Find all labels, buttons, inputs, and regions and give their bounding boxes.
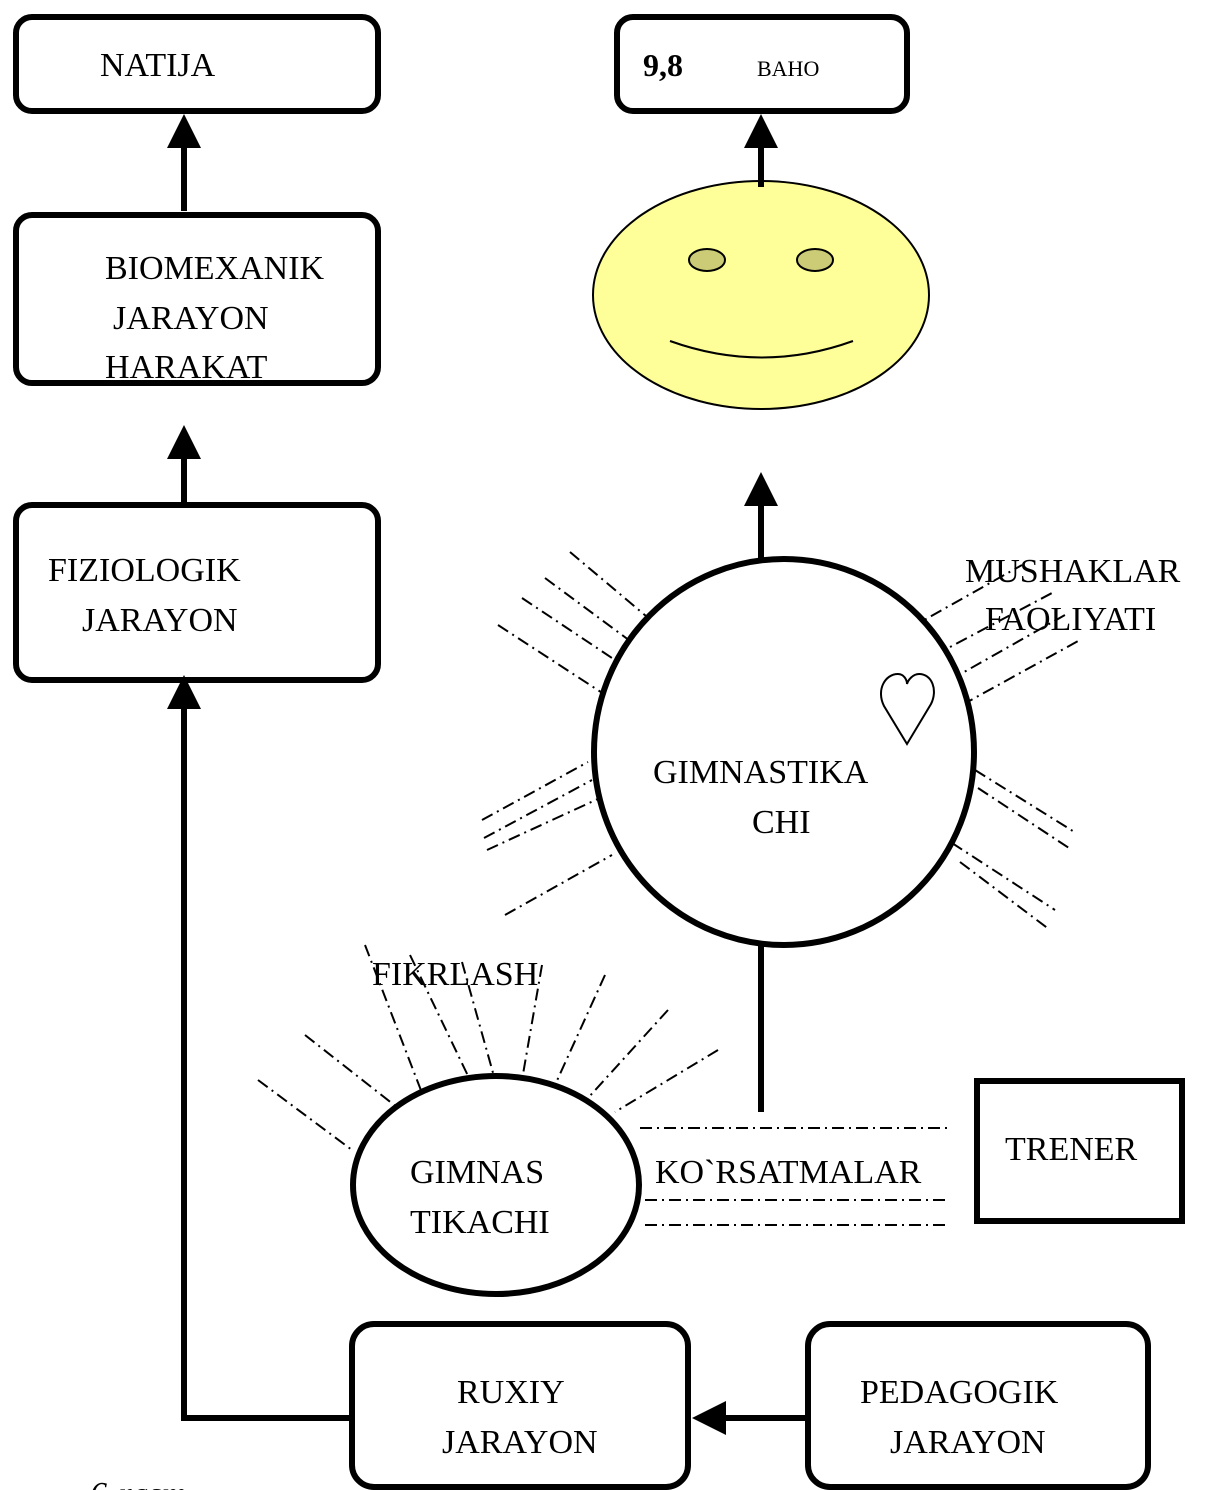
gimnastikachi-line-2: CHI [752, 804, 811, 841]
natija-node: NATIJA [13, 14, 381, 114]
baho-node: 9,8 BAHO [614, 14, 910, 114]
gimnastikachi-small-line-1: GIMNAS [410, 1154, 544, 1191]
biomexanik-line-2: JARAYON [113, 300, 269, 337]
small-circle-rays [257, 944, 719, 1151]
smiley-face-icon [592, 180, 930, 410]
natija-label: NATIJA [100, 47, 216, 84]
heart-icon [879, 672, 935, 746]
pedagogik-node: PEDAGOGIK JARAYON [805, 1321, 1151, 1490]
gimnastikachi-node: GIMNASTIKA CHI [591, 556, 977, 948]
biomexanik-node: BIOMEXANIK JARAYON HARAKAT [13, 212, 381, 386]
gimnastikachi-small-line-2: TIKACHI [410, 1204, 550, 1241]
biomexanik-line-3: HARAKAT [105, 349, 268, 386]
figure-caption: 6-rasm [90, 1476, 186, 1490]
fiziologik-node: FIZIOLOGIK JARAYON [13, 502, 381, 683]
ruxiy-line-2: JARAYON [442, 1424, 598, 1461]
baho-score: 9,8 [643, 47, 683, 83]
mushaklar-label-line-2: FAOLIYATI [985, 601, 1156, 638]
ruxiy-node: RUXIY JARAYON [349, 1321, 691, 1490]
fiziologik-line-2: JARAYON [82, 602, 238, 639]
gimnastikachi-small-node: GIMNAS TIKACHI [350, 1073, 642, 1297]
arrow-ruxiy-to-fiziologik [167, 675, 352, 1421]
mushaklar-label-line-1: MUSHAKLAR [965, 553, 1181, 590]
pedagogik-line-2: JARAYON [890, 1424, 1046, 1461]
korsatmalar-lines [640, 1127, 950, 1226]
gimnastikachi-line-1: GIMNASTIKA [653, 754, 869, 791]
korsatmalar-label: KO`RSATMALAR [655, 1154, 922, 1191]
baho-label: BAHO [757, 56, 819, 81]
fikrlash-label: FIKRLASH [372, 956, 538, 993]
pedagogik-line-1: PEDAGOGIK [860, 1374, 1059, 1411]
trener-label: TRENER [1005, 1131, 1138, 1168]
fiziologik-line-1: FIZIOLOGIK [48, 552, 241, 589]
ruxiy-line-1: RUXIY [457, 1374, 565, 1411]
biomexanik-line-1: BIOMEXANIK [105, 250, 325, 287]
trener-node: TRENER [974, 1078, 1185, 1224]
